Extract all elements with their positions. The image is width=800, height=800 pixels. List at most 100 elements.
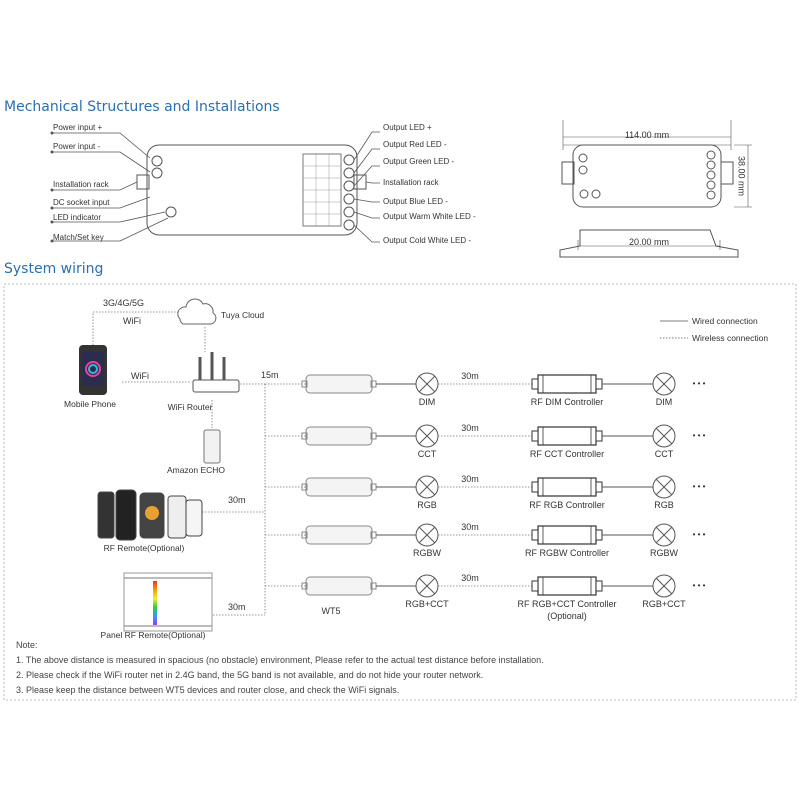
ellipsis-3: • • • — [692, 530, 706, 539]
controller-sub-label-4: (Optional) — [547, 611, 587, 621]
legend-wireless: Wireless connection — [692, 333, 769, 343]
wifi-router-icon — [192, 352, 240, 393]
wt5-tab-left-4 — [301, 582, 308, 590]
wiring-frame — [3, 283, 797, 701]
left-leader-lines — [52, 132, 169, 242]
system-wiring-heading: System wiring — [4, 261, 104, 277]
wt5-device-0 — [305, 374, 373, 394]
panel-remote-icon — [123, 572, 213, 632]
wt5-tab-left-2 — [301, 483, 308, 491]
amazon-echo-icon — [203, 429, 221, 464]
controller-label-0: RF DIM Controller — [530, 397, 604, 407]
label-power-input-plus: Power input + — [53, 123, 103, 132]
wifi-top-label: WiFi — [123, 316, 141, 326]
lamp-label-2: RGB — [417, 500, 437, 510]
label-power-input-minus: Power input - — [53, 142, 101, 151]
lamp-icon-4-cross-b — [418, 577, 436, 595]
rf-controller-cap-right-0 — [595, 378, 603, 390]
amazon-echo-label: Amazon ECHO — [166, 465, 226, 475]
legend — [660, 320, 688, 339]
label-dc-socket: DC socket input — [53, 198, 110, 207]
distance-15m: 15m — [261, 370, 279, 380]
ellipsis-2: • • • — [692, 482, 706, 491]
dimension-width: 114.00 mm — [624, 130, 670, 140]
controller-front-grid — [303, 154, 341, 226]
rf-controller-cap-right-1 — [595, 430, 603, 442]
label-led-indicator: LED indicator — [53, 213, 102, 222]
wt5-tab-left-3 — [301, 531, 308, 539]
lamp-label-1: CCT — [417, 449, 437, 459]
lamp2-label-1: CCT — [654, 449, 674, 459]
lamp2-icon-4-cross-b — [655, 577, 673, 595]
wt5-device-4 — [305, 576, 373, 596]
distance-30m-rf: 30m — [228, 495, 246, 505]
lamp-icon-2-cross-b — [418, 478, 436, 496]
lamp-label-0: DIM — [418, 397, 436, 407]
rf-remote-label: RF Remote(Optional) — [103, 543, 185, 553]
label-output-warm-white: Output Warm White LED - — [383, 212, 476, 221]
mobile-phone-label: Mobile Phone — [64, 399, 116, 409]
distance-label-0: 30m — [461, 371, 479, 381]
lamp2-icon-2-cross-b — [655, 478, 673, 496]
controller-label-2: RF RGB Controller — [529, 500, 605, 510]
rf-controller-cap-right-4 — [595, 580, 603, 592]
rf-remotes-icon — [97, 489, 203, 541]
legend-wired: Wired connection — [692, 316, 758, 326]
right-leader-lines — [353, 131, 380, 243]
panel-remote-label: Panel RF Remote(Optional) — [100, 630, 206, 640]
dimension-top-view — [561, 120, 752, 208]
lamp-label-3: RGBW — [413, 548, 441, 558]
label-output-red: Output Red LED - — [383, 140, 447, 149]
rf-controller-cap-left-3 — [531, 529, 539, 541]
dimension-height: 38.00 mm — [736, 155, 747, 197]
tuya-cloud-label: Tuya Cloud — [221, 310, 265, 320]
lamp2-icon-1-cross-b — [655, 427, 673, 445]
wt5-tab-left-1 — [301, 432, 308, 440]
label-output-led-plus: Output LED + — [383, 123, 432, 132]
lamp-icon-3-cross-b — [418, 526, 436, 544]
label-output-green: Output Green LED - — [383, 157, 455, 166]
lamp2-label-3: RGBW — [650, 548, 678, 558]
rf-controller-cap-left-2 — [531, 481, 539, 493]
lamp2-label-2: RGB — [654, 500, 674, 510]
rf-controller-4 — [537, 576, 597, 596]
lamp2-icon-0-cross-b — [655, 375, 673, 393]
rf-controller-cap-left-1 — [531, 430, 539, 442]
wireless-links — [92, 311, 306, 616]
lamp-icon-1-cross-b — [418, 427, 436, 445]
note-3: 3. Please keep the distance between WT5 … — [16, 685, 400, 695]
notes-title: Note: — [16, 640, 38, 650]
wt5-tab-left-0 — [301, 380, 308, 388]
panel-rainbow-strip — [153, 581, 157, 625]
rf-controller-3 — [537, 525, 597, 545]
dimension-side-view — [559, 229, 739, 258]
wt5-label: WT5 — [321, 606, 341, 616]
ellipsis-4: • • • — [692, 581, 706, 590]
distance-label-2: 30m — [461, 474, 479, 484]
dimension-depth: 20.00 mm — [628, 237, 670, 247]
wifi-router-label: WiFi Router — [167, 402, 213, 412]
controller-label-1: RF CCT Controller — [529, 449, 605, 459]
lamp2-icon-3-cross-b — [655, 526, 673, 544]
note-1: 1. The above distance is measured in spa… — [16, 655, 544, 665]
ellipsis-1: • • • — [692, 431, 706, 440]
lamp2-label-4: RGB+CCT — [642, 599, 686, 609]
rf-controller-cap-right-2 — [595, 481, 603, 493]
controller-label-3: RF RGBW Controller — [524, 548, 610, 558]
note-2: 2. Please check if the WiFi router net i… — [16, 670, 484, 680]
controller-label-4: RF RGB+CCT Controller — [517, 599, 617, 609]
label-output-blue: Output Blue LED - — [383, 197, 448, 206]
label-output-cold-white: Output Cold White LED - — [383, 236, 472, 245]
wt5-device-3 — [305, 525, 373, 545]
distance-label-1: 30m — [461, 423, 479, 433]
left-leader-dots — [50, 131, 54, 243]
rf-controller-2 — [537, 477, 597, 497]
ellipsis-0: • • • — [692, 379, 706, 388]
rf-controller-1 — [537, 426, 597, 446]
distance-label-3: 30m — [461, 522, 479, 532]
wt5-device-1 — [305, 426, 373, 446]
network-label: 3G/4G/5G — [103, 298, 145, 308]
lamp2-label-0: DIM — [655, 397, 673, 407]
label-match-set-key: Match/Set key — [53, 233, 104, 242]
